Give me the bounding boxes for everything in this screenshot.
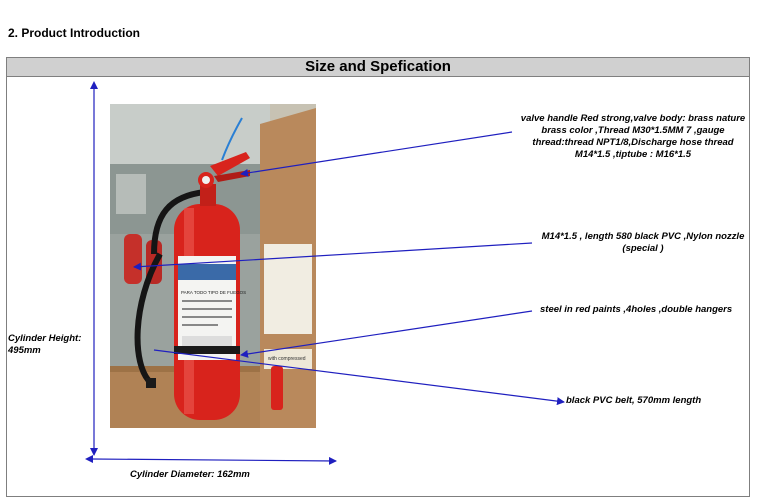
diameter-label: Cylinder Diameter: 162mm bbox=[130, 469, 250, 480]
height-label-value: 495mm bbox=[8, 345, 41, 356]
box-marking: with compressed bbox=[268, 356, 306, 362]
valve-callout: valve handle Red strong,valve body: bras… bbox=[510, 113, 756, 161]
height-label: Cylinder Height: 495mm bbox=[8, 333, 81, 357]
hose-callout-line: M14*1.5 , length 580 black PVC ,Nylon no… bbox=[541, 231, 745, 242]
hose-callout: M14*1.5 , length 580 black PVC ,Nylon no… bbox=[530, 231, 756, 255]
hose-callout-line: (special ) bbox=[622, 243, 664, 254]
cylinder-label-title: PARA TODO TIPO DE FUEGOS bbox=[181, 290, 246, 295]
valve-callout-line: brass color ,Thread M30*1.5MM 7 ,gauge bbox=[541, 125, 725, 136]
valve-callout-line: M14*1.5 ,tiptube : M16*1.5 bbox=[574, 149, 692, 160]
valve-callout-line: valve handle Red strong,valve body: bras… bbox=[520, 113, 746, 124]
section-heading: 2. Product Introduction bbox=[8, 26, 140, 40]
table-title: Size and Spefication bbox=[6, 57, 750, 77]
height-label-title: Cylinder Height: bbox=[8, 333, 82, 344]
cylinder-callout: steel in red paints ,4holes ,double hang… bbox=[540, 304, 733, 315]
belt-callout: black PVC belt, 570mm length bbox=[566, 395, 702, 406]
product-photo: with compressed PARA TODO TIPO DE FUEGOS bbox=[110, 104, 316, 428]
valve-callout-line: thread:thread NPT1/8,Discharge hose thre… bbox=[532, 137, 734, 148]
